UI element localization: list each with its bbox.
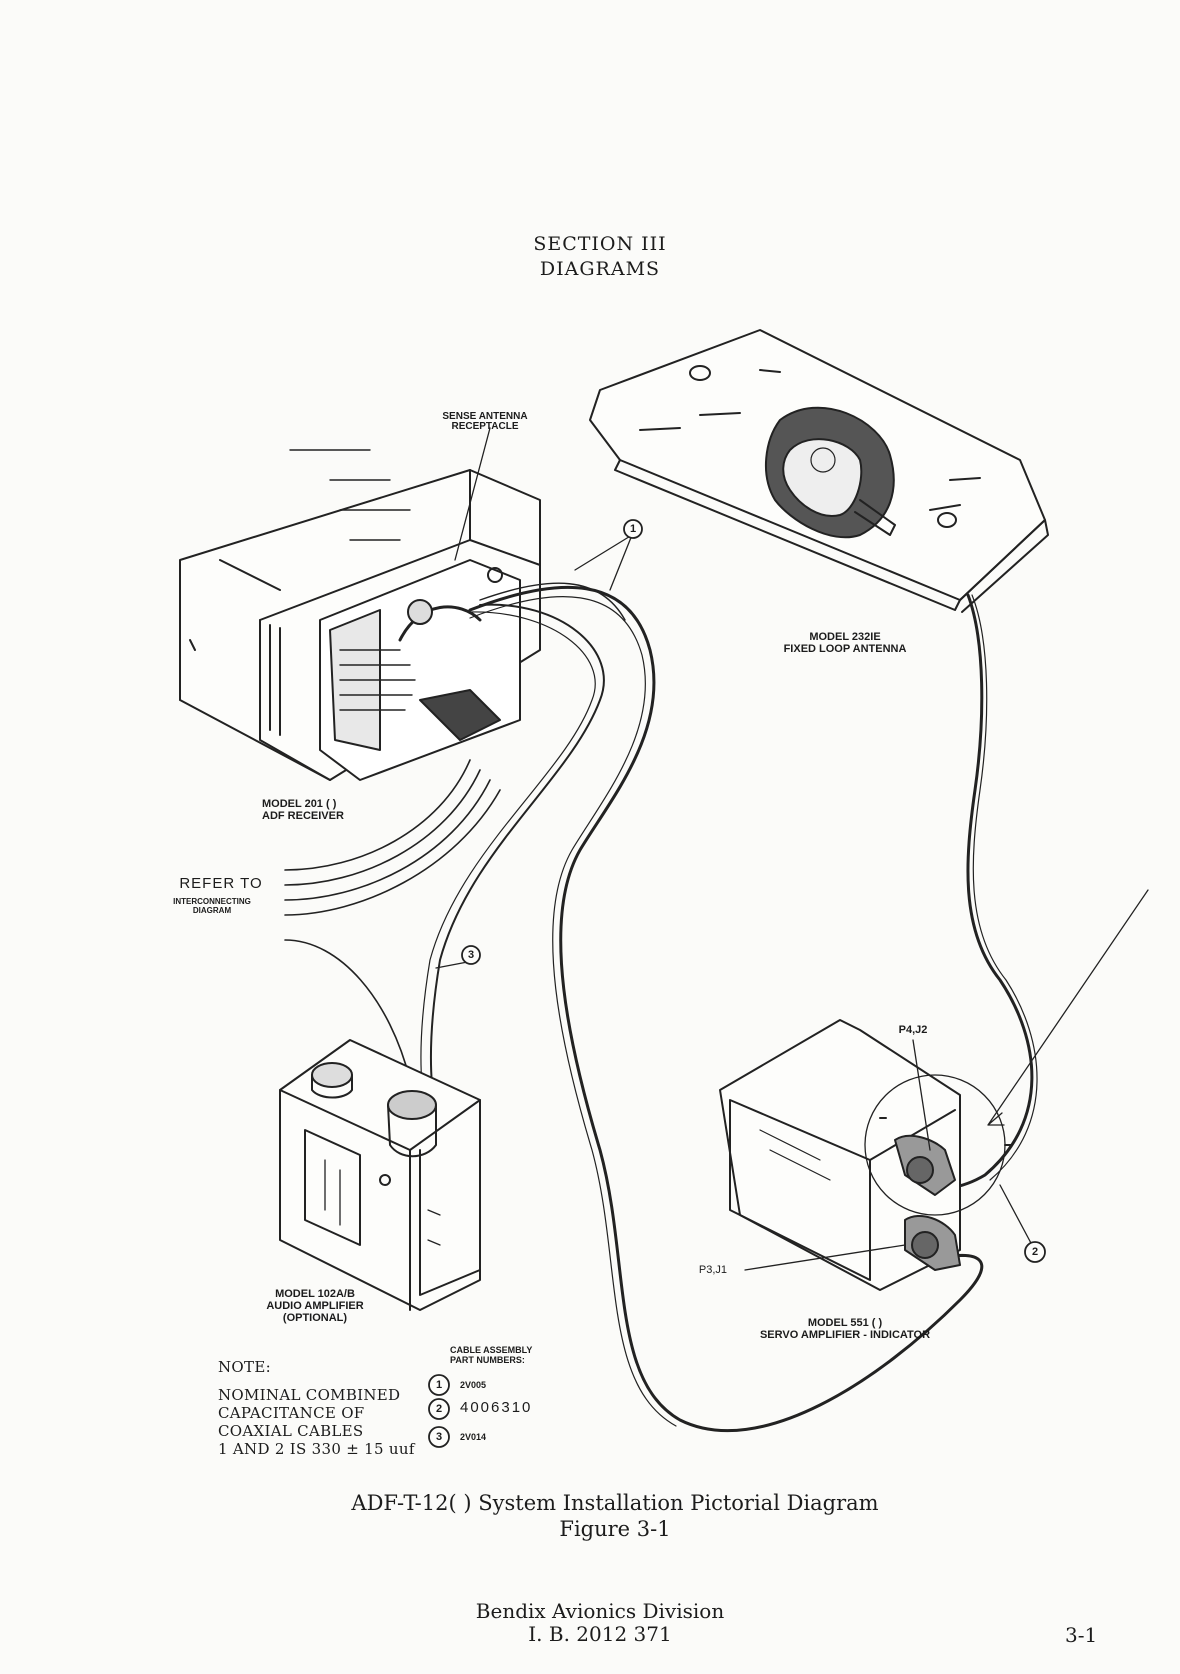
note-line-3: COAXIAL CABLES — [218, 1422, 364, 1440]
figure-title: ADF-T-12( ) System Installation Pictoria… — [351, 1491, 879, 1515]
callout-2: 2 — [1031, 1246, 1039, 1258]
sense-antenna-leader — [454, 427, 491, 561]
part-3-value: 2V014 — [460, 1432, 487, 1442]
part-2-circle — [428, 1398, 450, 1420]
cable-3 — [429, 603, 605, 1086]
section-number: SECTION III — [533, 233, 667, 255]
section-heading: SECTION III DIAGRAMS — [0, 232, 1180, 282]
model-232-label: MODEL 232IE FIXED LOOP ANTENNA — [783, 631, 907, 655]
figure-caption: ADF-T-12( ) System Installation Pictoria… — [0, 1490, 1180, 1542]
part-2-number: 2 — [435, 1403, 443, 1415]
audio-amplifier-drawing — [279, 1039, 481, 1311]
servo-indicator-drawing — [719, 1019, 1033, 1291]
footer-ib-number: I. B. 2012 371 — [528, 1622, 672, 1646]
page-number: 3-1 — [1065, 1623, 1098, 1647]
part-1-value: 2V005 — [460, 1380, 487, 1390]
part-1-circle — [428, 1374, 450, 1396]
callout-1-circle — [623, 519, 643, 539]
loop-antenna-drawing — [589, 329, 1049, 613]
p3-j1-label: P3,J1 — [698, 1264, 728, 1276]
page-footer: Bendix Avionics Division I. B. 2012 371 — [0, 1600, 1180, 1646]
note-line-2: CAPACITANCE OF — [218, 1404, 365, 1422]
note-block: NOTE: NOMINAL COMBINED CAPACITANCE OF CO… — [218, 1358, 438, 1458]
model-201-label: MODEL 201 ( ) ADF RECEIVER — [262, 798, 344, 822]
footer-division: Bendix Avionics Division — [475, 1599, 725, 1623]
cable-assembly-title: CABLE ASSEMBLY PART NUMBERS: — [450, 1345, 533, 1365]
note-title: NOTE: — [218, 1358, 271, 1376]
refer-to-label: REFER TO — [179, 875, 263, 892]
callout-3: 3 — [467, 949, 475, 961]
section-title: DIAGRAMS — [539, 258, 661, 280]
p4-j2-label: P4,J2 — [898, 1024, 928, 1036]
sense-antenna-label: SENSE ANTENNA RECEPTACLE — [442, 411, 528, 432]
part-3-circle — [428, 1426, 450, 1448]
note-line-1: NOMINAL COMBINED — [218, 1386, 401, 1404]
part-2-value: 4006310 — [460, 1399, 533, 1416]
interconnecting-diagram-label: INTERCONNECTING DIAGRAM — [173, 897, 251, 915]
note-line-4: 1 AND 2 IS 330 ± 15 uuf — [218, 1440, 415, 1458]
callout-1: 1 — [629, 523, 637, 535]
figure-number: Figure 3-1 — [559, 1517, 671, 1541]
model-102-label: MODEL 102A/B AUDIO AMPLIFIER (OPTIONAL) — [266, 1288, 364, 1324]
callout-3-circle — [461, 945, 481, 965]
cable-2 — [913, 593, 1034, 1191]
part-1-number: 1 — [435, 1379, 443, 1391]
cable-1 — [468, 586, 984, 1432]
model-551-label: MODEL 551 ( ) SERVO AMPLIFIER - INDICATO… — [759, 1317, 931, 1341]
adf-receiver-drawing — [179, 449, 541, 781]
part-3-number: 3 — [435, 1431, 443, 1443]
callout-2-circle — [1024, 1241, 1046, 1263]
